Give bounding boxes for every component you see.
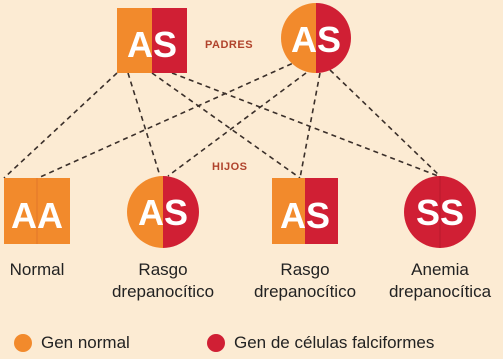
children-label: HIJOS [212, 161, 248, 173]
child-2: AS [127, 176, 199, 248]
child-2-genotype: AS [138, 192, 188, 233]
caption-child-3-line-2: drepanocítico [253, 282, 357, 301]
inheritance-line-5 [37, 59, 301, 179]
inheritance-line-1 [3, 72, 118, 179]
inheritance-lines [3, 59, 441, 179]
caption-child-3-line-1: Rasgo [280, 260, 330, 279]
child-3: AS [272, 178, 338, 244]
caption-child-4-line-1: Anemia [411, 260, 469, 279]
caption-child-4-line-2: drepanocítica [388, 282, 492, 301]
child-1: AA [4, 178, 70, 244]
child-3-normal-half [272, 178, 305, 244]
father-genotype: AS [127, 24, 177, 65]
child-4-genotype: SS [416, 192, 464, 233]
inheritance-line-8 [329, 69, 441, 177]
inheritance-line-7 [299, 72, 321, 179]
inheritance-line-2 [127, 72, 161, 177]
caption-child-4: Anemia drepanocítica [380, 259, 500, 303]
child-4: SS [404, 176, 476, 248]
caption-child-2-line-2: drepanocítico [111, 282, 215, 301]
child-1-right-half [37, 178, 70, 244]
mother-sickle-half [316, 3, 351, 73]
father-sickle-half [152, 8, 187, 73]
caption-child-1-line-1: Normal [9, 260, 65, 279]
mother-normal-half [281, 3, 316, 73]
father-normal-half [117, 8, 152, 73]
legend-normal: Gen normal [14, 333, 130, 353]
legend-sickle: Gen de células falciformes [207, 333, 434, 353]
child-3-sickle-half [305, 178, 338, 244]
red-dot-icon [207, 334, 225, 352]
inheritance-line-3 [151, 72, 301, 179]
mother-genotype: AS [291, 19, 341, 60]
parent-father: AS [117, 8, 187, 73]
legend-sickle-label: Gen de células falciformes [234, 333, 435, 352]
child-2-sickle-half [163, 176, 199, 248]
caption-child-2: Rasgo drepanocítico [103, 259, 223, 303]
inheritance-line-4 [171, 72, 439, 177]
child-1-genotype: AA [11, 195, 63, 236]
inheritance-line-6 [167, 72, 307, 177]
caption-child-2-line-1: Rasgo [138, 260, 188, 279]
legend-normal-label: Gen normal [41, 333, 130, 352]
parents-label: PADRES [205, 39, 253, 51]
caption-child-3: Rasgo drepanocítico [245, 259, 365, 303]
orange-dot-icon [14, 334, 32, 352]
child-3-genotype: AS [280, 195, 330, 236]
parent-mother: AS [281, 3, 351, 73]
child-2-normal-half [127, 176, 163, 248]
caption-child-1: Normal [0, 259, 97, 281]
child-1-left-half [4, 178, 37, 244]
